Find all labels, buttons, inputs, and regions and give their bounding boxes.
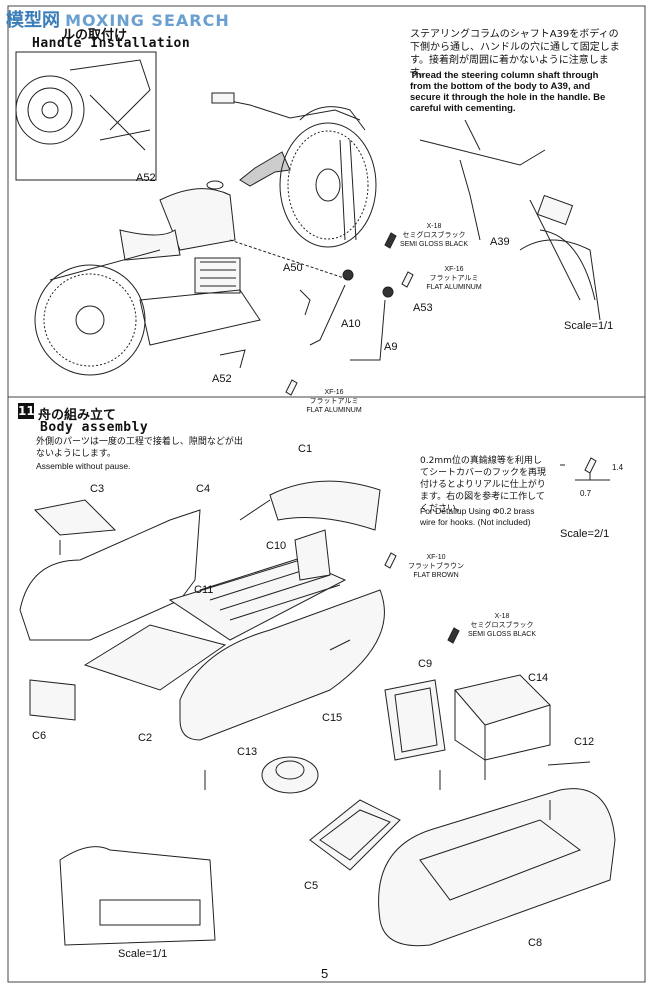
section11-detail-scale: Scale=2/1 [560, 528, 610, 540]
part-label-a53: A53 [413, 302, 433, 314]
steering-detail-drawing [419, 119, 601, 321]
paint-xf16-s10-b: XF-16 フラットアルミ FLAT ALUMINUM [296, 388, 372, 415]
part-C5-drawing [309, 799, 401, 871]
part-C8-drawing [378, 788, 616, 947]
part-C13-drawing [261, 756, 319, 794]
paint-code: X-18 [494, 613, 510, 620]
paint-name-jp: セミグロスブラック [402, 232, 466, 239]
part-label-a10: A10 [341, 318, 361, 330]
section10-note-en: Thread the steering column shaft through… [410, 70, 606, 114]
part-label-c5: C5 [304, 880, 319, 892]
dimension-0-7: 0.7 [580, 489, 592, 498]
sidecar-scale-inset [59, 846, 216, 946]
motorcycle-inset-drawing [15, 59, 151, 151]
dimension-1-4: 1.4 [612, 463, 624, 472]
paint-name-jp: セミグロスブラック [470, 622, 534, 629]
part-C3-drawing [33, 499, 117, 536]
section11-note-en: Assemble without pause. [36, 461, 131, 471]
section10-scale: Scale=1/1 [564, 320, 614, 332]
paint-name-jp: フラットアルミ [429, 275, 479, 282]
part-label-a52-top: A52 [136, 172, 156, 184]
part-label-c13: C13 [237, 746, 258, 758]
part-C2-drawing [83, 624, 227, 691]
watermark-text: MOXING SEARCH [65, 11, 230, 30]
part-label-c14: C14 [528, 672, 549, 684]
paint-code: XF-16 [444, 266, 464, 273]
motorcycle-body-drawing [34, 180, 261, 376]
part-label-c4: C4 [196, 483, 211, 495]
section11-title-en: Body assembly [40, 420, 149, 435]
page-number: 5 [321, 966, 329, 981]
part-label-c15: C15 [322, 712, 343, 724]
paint-name-en: FLAT ALUMINUM [306, 407, 362, 414]
paint-bottles-10 [285, 232, 414, 396]
front-wheel-drawing [211, 92, 377, 248]
handle-parts-drawing [219, 239, 394, 369]
part-label-c9: C9 [418, 658, 433, 670]
paint-name-jp: フラットブラウン [408, 563, 464, 570]
part-label-c10: C10 [266, 540, 287, 552]
paint-code: XF-16 [324, 389, 344, 396]
watermark: 模型网 MOXING SEARCH [6, 6, 230, 32]
part-label-c1: C1 [298, 443, 313, 455]
paint-name-en: FLAT ALUMINUM [426, 284, 482, 291]
part-C12-drawing [547, 761, 591, 766]
paint-xf16-s10-a: XF-16 フラットアルミ FLAT ALUMINUM [416, 265, 492, 292]
part-label-a39: A39 [490, 236, 510, 248]
part-label-c11: C11 [194, 584, 214, 596]
paint-name-en: SEMI GLOSS BLACK [467, 631, 537, 638]
part-label-a50: A50 [283, 262, 303, 274]
part-label-c6: C6 [32, 730, 47, 742]
part-C9-drawing [384, 679, 446, 761]
part-label-c8: C8 [528, 937, 543, 949]
paint-x18-s11: X-18 セミグロスブラック SEMI GLOSS BLACK [462, 612, 542, 639]
part-label-c2: C2 [138, 732, 153, 744]
step-number-11: 11 [18, 403, 35, 419]
paint-name-jp: フラットアルミ [309, 398, 359, 405]
part-C6-drawing [29, 679, 76, 721]
part-label-a52-bottom: A52 [212, 373, 232, 385]
paint-x18-s10: X-18 セミグロスブラック SEMI GLOSS BLACK [394, 222, 474, 249]
part-C15-drawing [179, 589, 385, 741]
paint-code: XF-10 [426, 554, 446, 561]
section11-title-jp: 舟の組み立て [38, 408, 117, 423]
part-C10-drawing [294, 529, 331, 581]
paint-code: X-18 [426, 223, 442, 230]
paint-name-en: SEMI GLOSS BLACK [399, 241, 469, 248]
part-label-a9: A9 [384, 341, 398, 353]
section11-note-jp: 外側のパーツは一度の工程で接着し、隙間などが出ないようにします。 [36, 437, 243, 459]
part-label-c3: C3 [90, 483, 105, 495]
part-C1-drawing [269, 480, 381, 531]
watermark-logo: 模型网 [6, 10, 60, 31]
section10-title-en: Handle Installation [32, 36, 191, 51]
section10-title-jp: ルの取付け [62, 28, 128, 43]
paint-name-en: FLAT BROWN [413, 572, 459, 579]
detail-note-en: For Detailup Using Φ0.2 brass wire for h… [420, 506, 535, 527]
detail-note-jp: 0.2mm位の真鍮線等を利用してシートカバーのフックを再現付けるとよりリアルに仕… [420, 456, 547, 514]
section11-bottom-scale: Scale=1/1 [118, 948, 168, 960]
section10-note-jp: ステアリングコラムのシャフトA39をボディの下側から通し、ハンドルの穴に通して固… [410, 29, 620, 79]
paint-xf10-s11: XF-10 フラットブラウン FLAT BROWN [396, 553, 476, 580]
part-label-c12: C12 [574, 736, 595, 748]
